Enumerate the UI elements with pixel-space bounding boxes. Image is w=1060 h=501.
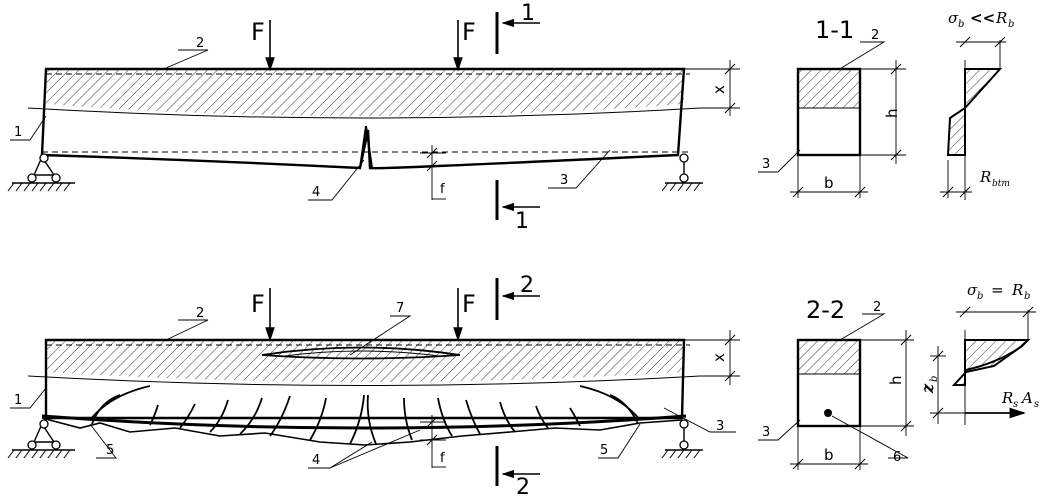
- bottom-label-7: 7: [396, 301, 404, 316]
- svg-text:s: s: [1034, 399, 1039, 410]
- top-f-label: f: [440, 182, 445, 197]
- top-beam: [7, 12, 740, 220]
- bottom-label-1: 1: [14, 393, 22, 408]
- svg-text:b: b: [1024, 291, 1030, 302]
- top-force-right-label: F: [462, 18, 476, 46]
- bottom-beam-outline: [44, 338, 686, 420]
- sec1-label-2: 2: [871, 28, 879, 43]
- svg-text:b: b: [977, 291, 983, 302]
- bottom-right-support: [661, 419, 703, 459]
- top-cut-label-lower: 1: [515, 209, 529, 234]
- bottom-cracked-soffit: [41, 417, 683, 446]
- top-cut-label-upper: 1: [521, 1, 535, 26]
- rebar-dot: [824, 409, 832, 417]
- bottom-label-3: 3: [716, 419, 724, 434]
- sec2-h-label: h: [887, 375, 905, 385]
- stress-diagram-stage1: [946, 68, 1003, 156]
- top-label-3: 3: [560, 173, 568, 188]
- bottom-label-4: 4: [312, 453, 320, 468]
- sec1-h-label: h: [883, 108, 901, 118]
- bottom-f-label: f: [440, 451, 445, 466]
- top-compression-zone: [46, 69, 684, 116]
- svg-text:btm: btm: [992, 179, 1010, 189]
- svg-text:R: R: [995, 9, 1007, 27]
- svg-text:σ: σ: [967, 281, 978, 299]
- sec2-steel-formula: R s A s: [1001, 389, 1039, 410]
- sec2-b-label: b: [824, 446, 834, 464]
- svg-text:=: =: [991, 281, 1004, 299]
- top-crack: [359, 125, 373, 169]
- top-label-4: 4: [312, 185, 320, 200]
- bottom-label-5-left: 5: [106, 443, 114, 458]
- bottom-beam: [7, 278, 740, 486]
- bottom-left-support: [7, 419, 75, 459]
- sec1-stress-formula: σ b << R b: [948, 9, 1014, 30]
- sec2-label-2: 2: [873, 300, 881, 315]
- sec1-tension-formula: R btm: [979, 168, 1010, 189]
- bottom-cracks: [89, 385, 641, 445]
- sec2-label-3: 3: [762, 425, 770, 440]
- sec2-zb-label: z b: [918, 376, 940, 394]
- svg-text:b: b: [958, 19, 964, 30]
- svg-text:R: R: [1001, 389, 1013, 407]
- svg-text:z: z: [918, 383, 937, 394]
- svg-text:b: b: [1008, 19, 1014, 30]
- top-label-1: 1: [14, 125, 22, 140]
- svg-text:R: R: [1011, 281, 1023, 299]
- top-left-support: [7, 153, 75, 192]
- svg-text:R: R: [979, 168, 991, 186]
- section-1-1-title: 1-1: [815, 16, 854, 44]
- top-x-label: x: [710, 85, 728, 94]
- sec1-label-3: 3: [762, 157, 770, 172]
- top-label-2: 2: [196, 36, 204, 51]
- bottom-cut-label-upper: 2: [520, 273, 534, 298]
- svg-text:s: s: [1013, 399, 1018, 410]
- top-right-support: [661, 153, 703, 192]
- bottom-label-5-right: 5: [600, 443, 608, 458]
- svg-text:A: A: [1020, 389, 1033, 407]
- svg-text:<<: <<: [970, 9, 995, 27]
- section-2-2-title: 2-2: [806, 296, 845, 324]
- sec2-stress-formula: σ b = R b: [967, 281, 1030, 302]
- bottom-force-right-label: F: [462, 290, 476, 318]
- section-1-1: [758, 36, 1006, 200]
- bottom-compression-zone: [46, 340, 684, 382]
- sec2-label-6: 6: [893, 450, 901, 465]
- sec1-b-label: b: [824, 174, 834, 192]
- section-2-2: [758, 306, 1036, 470]
- top-force-left-label: F: [251, 18, 265, 46]
- svg-text:σ: σ: [948, 9, 959, 27]
- svg-text:b: b: [929, 376, 940, 382]
- bottom-force-left-label: F: [251, 290, 265, 318]
- bottom-label-2: 2: [196, 306, 204, 321]
- bottom-x-label: x: [710, 353, 728, 362]
- bottom-cut-label-lower: 2: [516, 475, 530, 500]
